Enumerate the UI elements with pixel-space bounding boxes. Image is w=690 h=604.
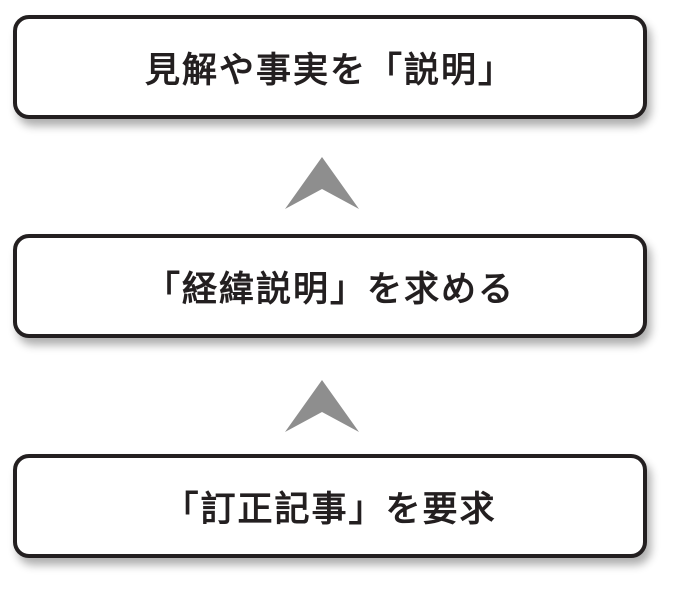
- flow-box-correction-request: 「訂正記事」を要求: [13, 454, 647, 558]
- flow-box-background-explanation: 「経緯説明」を求める: [13, 234, 647, 338]
- flow-box-explanation: 見解や事実を「説明」: [13, 15, 647, 119]
- flow-box-background-explanation-label: 「経緯説明」を求める: [144, 269, 515, 310]
- up-arrow-icon: [285, 380, 359, 432]
- flow-box-correction-request-label: 「訂正記事」を要求: [163, 489, 497, 530]
- up-arrow-icon: [285, 157, 359, 209]
- flow-box-explanation-label: 見解や事実を「説明」: [144, 50, 515, 91]
